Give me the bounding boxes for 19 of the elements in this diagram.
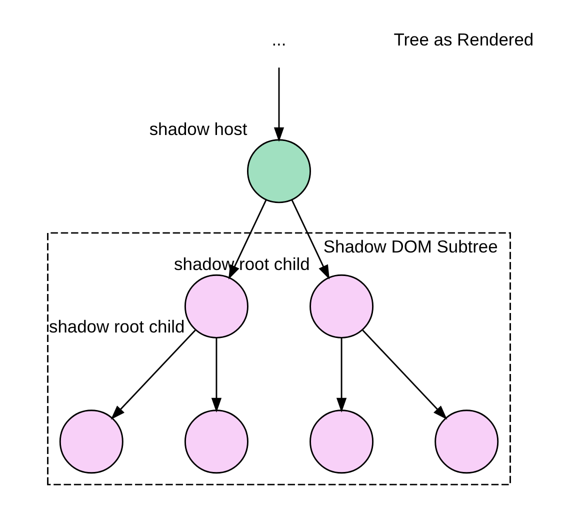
node-circle — [309, 409, 374, 474]
node-circle — [184, 274, 248, 338]
node-label: shadow root child — [174, 254, 310, 274]
node-label: shadow host — [148, 118, 247, 138]
node-circle — [184, 409, 248, 474]
node-circle — [309, 274, 374, 338]
arrow — [290, 199, 330, 280]
node-label: shadow root child — [48, 316, 184, 336]
node-circle — [246, 138, 310, 203]
arrow — [362, 329, 447, 420]
node-circle — [434, 409, 498, 474]
node-circle — [58, 409, 123, 474]
arrow — [336, 337, 346, 412]
arrow — [228, 199, 266, 280]
arrow — [273, 67, 284, 142]
node-text: ... — [271, 29, 286, 49]
arrow — [210, 337, 222, 412]
arrow — [110, 329, 196, 420]
label: Tree as Rendered — [393, 29, 534, 49]
